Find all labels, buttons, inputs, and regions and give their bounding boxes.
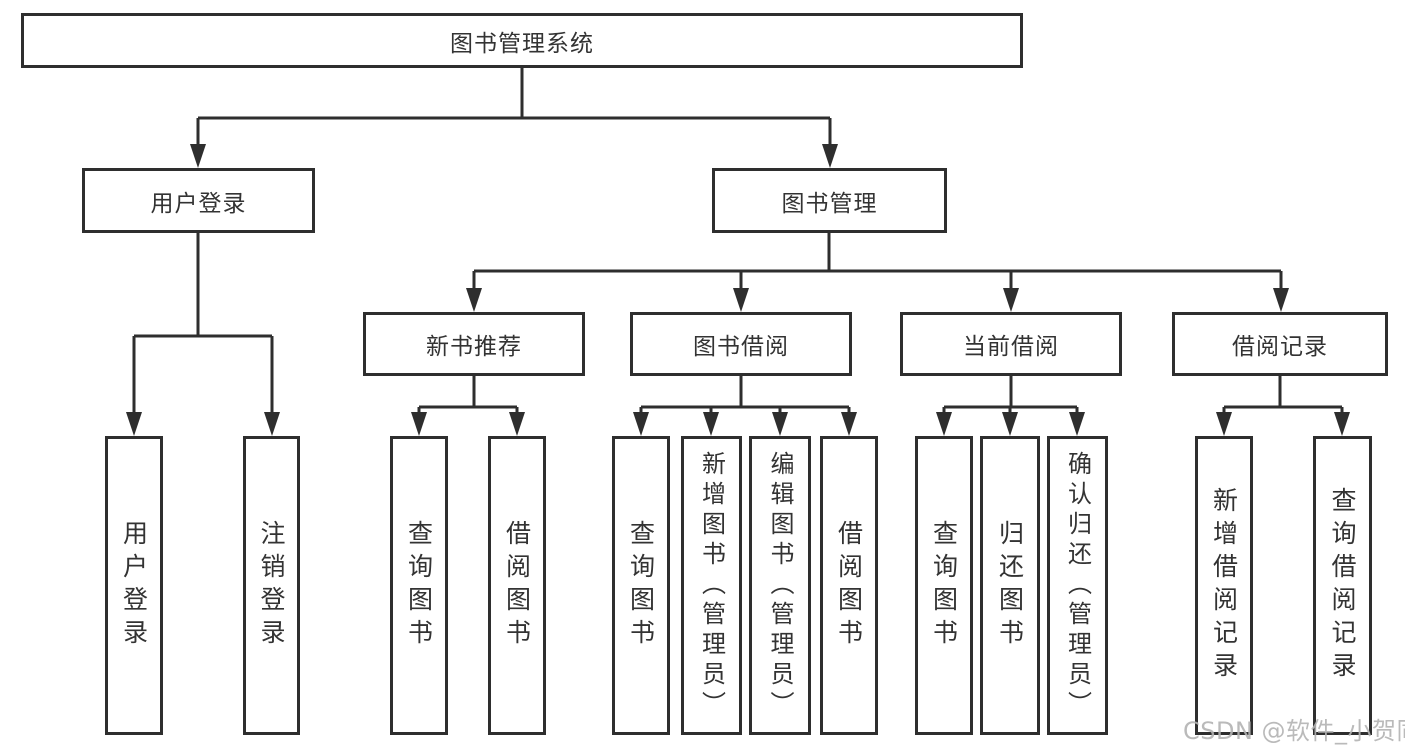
node-label: 查询借阅记录 — [1328, 486, 1357, 685]
connector-borrow-record-group — [1216, 376, 1350, 436]
node-label: 新增借阅记录 — [1209, 486, 1239, 685]
node-label: 图书管理系统 — [450, 30, 594, 57]
node-borrow-record: 借阅记录 — [1172, 312, 1388, 376]
node-current-borrow: 当前借阅 — [900, 312, 1122, 376]
node-label: 当前借阅 — [963, 334, 1059, 360]
node-label: 确认归还（管理员） — [1063, 450, 1092, 721]
node-label: 用户登录 — [150, 190, 247, 217]
node-library-management-system: 图书管理系统 — [21, 13, 1023, 68]
node-label: 借阅图书 — [834, 519, 864, 652]
node-book-management: 图书管理 — [712, 168, 947, 233]
node-label: 编辑图书（管理员） — [766, 450, 794, 721]
node-label: 图书管理 — [781, 190, 878, 217]
node-label: 查询图书 — [626, 519, 656, 652]
leaf-edit-books-admin: 编辑图书（管理员） — [749, 436, 811, 735]
connector-user-login-group — [126, 233, 280, 436]
leaf-query-books-1: 查询图书 — [390, 436, 448, 735]
node-label: 归还图书 — [995, 519, 1025, 652]
node-label: 新增图书（管理员） — [697, 450, 726, 721]
node-label: 用户登录 — [119, 519, 149, 652]
node-book-borrow: 图书借阅 — [630, 312, 852, 376]
node-user-login-group: 用户登录 — [82, 168, 315, 233]
node-label: 新书推荐 — [426, 334, 522, 360]
leaf-query-books-2: 查询图书 — [612, 436, 670, 735]
node-label: 查询图书 — [929, 519, 959, 652]
node-label: 注销登录 — [257, 519, 286, 652]
leaf-query-borrow-record: 查询借阅记录 — [1313, 436, 1372, 735]
leaf-return-books: 归还图书 — [980, 436, 1040, 735]
leaf-user-login: 用户登录 — [105, 436, 163, 735]
leaf-query-books-3: 查询图书 — [915, 436, 973, 735]
leaf-confirm-return-admin: 确认归还（管理员） — [1047, 436, 1108, 735]
node-label: 借阅记录 — [1232, 334, 1328, 360]
connector-book-management-group — [466, 233, 1289, 312]
leaf-borrow-books-2: 借阅图书 — [820, 436, 878, 735]
node-label: 借阅图书 — [502, 519, 532, 652]
node-label: 图书借阅 — [693, 334, 789, 360]
leaf-logout: 注销登录 — [243, 436, 300, 735]
connector-current-borrow-group — [936, 376, 1085, 436]
connector-book-borrow-group — [633, 376, 857, 436]
leaf-add-borrow-record: 新增借阅记录 — [1195, 436, 1253, 735]
leaf-add-books-admin: 新增图书（管理员） — [681, 436, 742, 735]
leaf-borrow-books-1: 借阅图书 — [488, 436, 546, 735]
node-new-book-recommend: 新书推荐 — [363, 312, 585, 376]
csdn-watermark: CSDN @软件_小贺同学 — [1183, 717, 1405, 745]
connector-root-to-level2 — [190, 68, 838, 168]
node-label: 查询图书 — [404, 519, 434, 652]
connector-new-book-group — [411, 376, 525, 436]
